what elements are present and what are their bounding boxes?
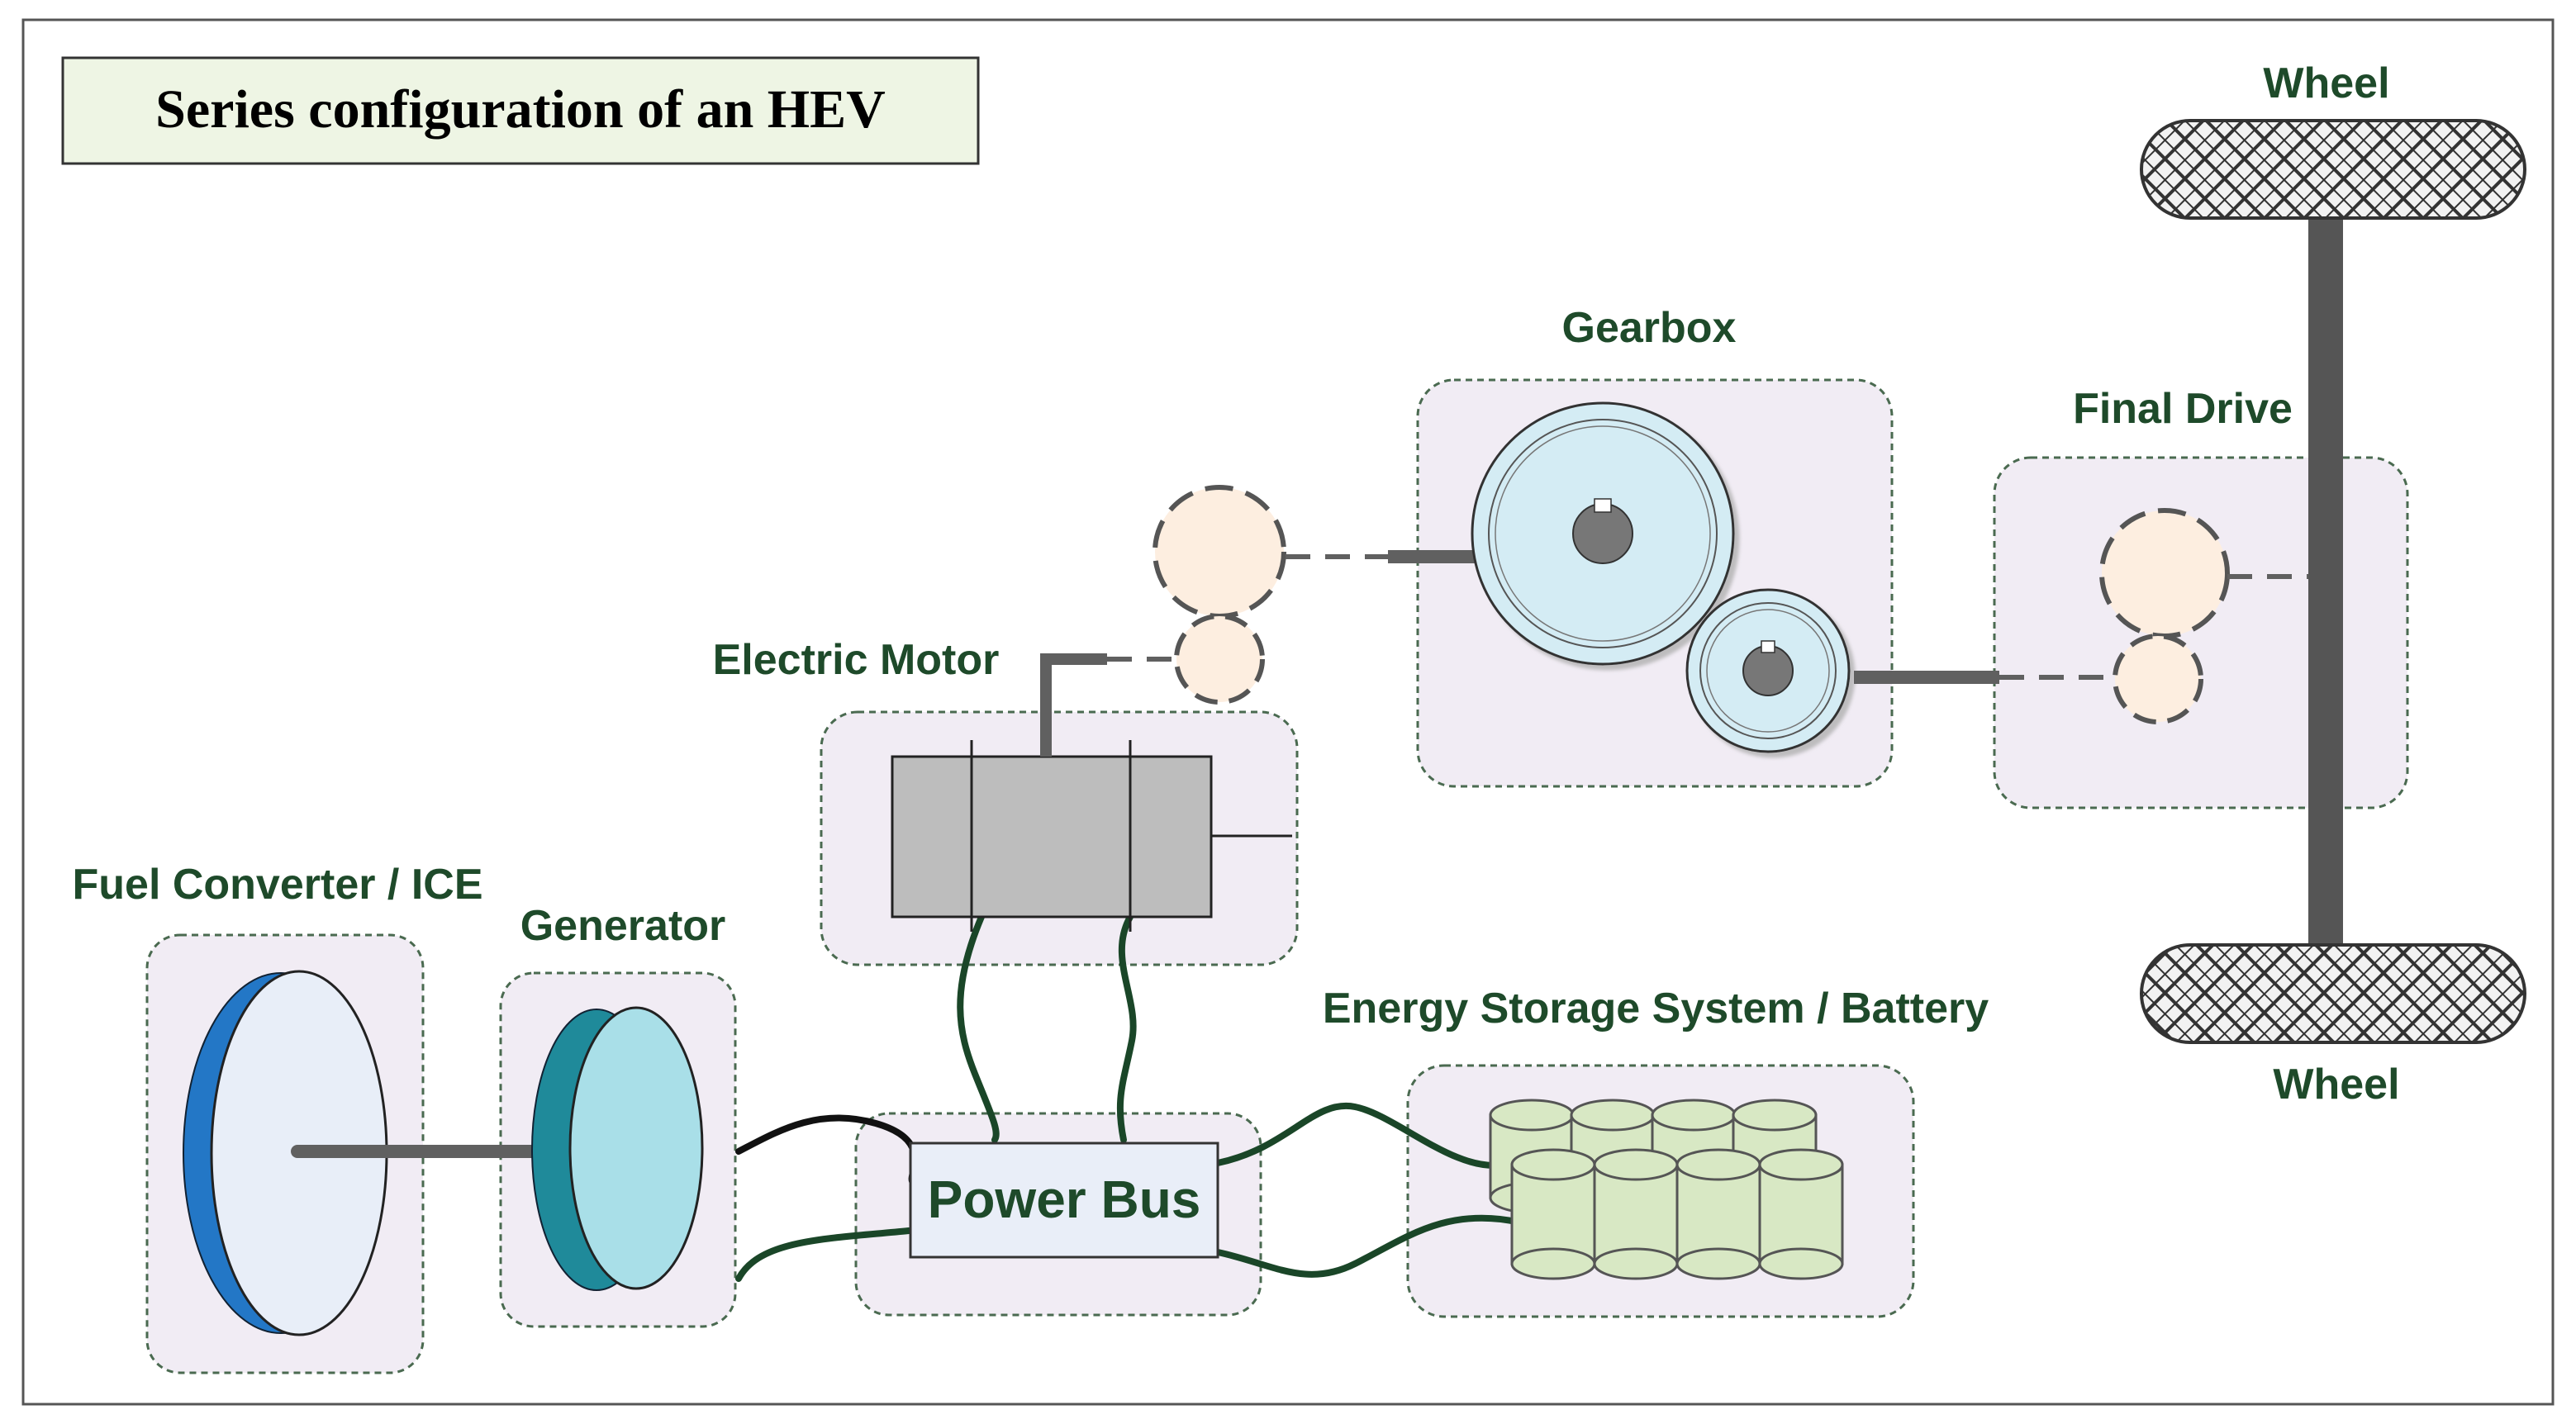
final-drive-gear-small	[2113, 634, 2203, 724]
wire-motor-left	[957, 914, 1000, 1143]
wheel-bottom	[2140, 943, 2526, 1044]
battery-cell	[1510, 1148, 1596, 1280]
battery-cell	[1758, 1148, 1844, 1280]
title-box: Series configuration of an HEV	[61, 56, 980, 165]
fuel-converter-label: Fuel Converter / ICE	[73, 861, 483, 909]
wire-generator-bottom	[735, 1227, 912, 1282]
generator-label: Generator	[520, 902, 726, 950]
final-drive-gear-large	[2099, 508, 2230, 638]
gearbox-small-gear	[1685, 588, 1851, 753]
power-bus-label: Power Bus	[928, 1170, 1201, 1229]
wire-battery-bottom	[1214, 1214, 1523, 1278]
wheel-top	[2140, 119, 2526, 220]
electric-motor	[891, 740, 1292, 932]
virtual-gear-large	[1153, 485, 1286, 619]
wheel-top-label: Wheel	[2263, 59, 2389, 107]
electric-motor-label: Electric Motor	[713, 636, 1000, 684]
wire-motor-right	[1116, 914, 1137, 1143]
axle	[2308, 203, 2343, 947]
virtual-gear-small	[1174, 614, 1265, 705]
wire-battery-top	[1214, 1102, 1507, 1169]
final-drive-module-box	[1993, 456, 2409, 809]
page-title: Series configuration of an HEV	[155, 79, 886, 140]
motor-output-shaft	[1040, 653, 1107, 757]
final-drive-label: Final Drive	[2073, 385, 2293, 433]
electric-wires	[735, 914, 1523, 1282]
energy-storage-label: Energy Storage System / Battery	[1323, 985, 1989, 1032]
battery-pack	[1489, 1099, 1844, 1280]
wheel-bottom-label: Wheel	[2273, 1061, 2399, 1108]
gearbox-label: Gearbox	[1562, 304, 1737, 352]
gearbox-large-gear	[1471, 401, 1735, 666]
battery-cell	[1593, 1148, 1679, 1280]
generator-disc	[531, 1006, 704, 1291]
power-bus: Power Bus	[909, 1142, 1219, 1259]
battery-cell	[1675, 1148, 1761, 1280]
